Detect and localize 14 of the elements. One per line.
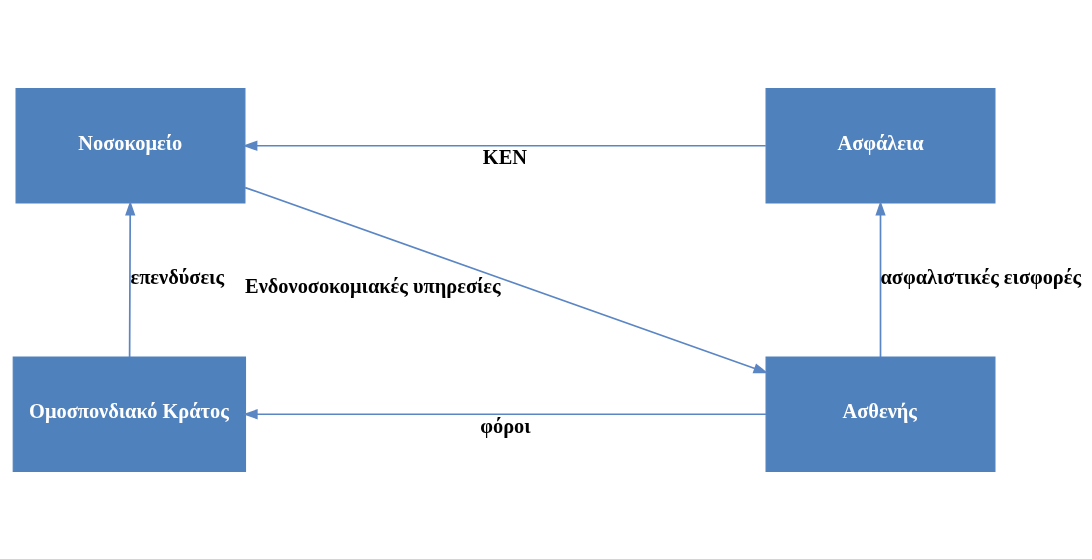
arrow (125, 200, 136, 358)
edge-label: ΚΕΝ (482, 145, 527, 168)
arrow (244, 186, 769, 373)
arrow (875, 200, 886, 358)
edge-label: ασφαλιστικές εισφορές (880, 265, 1082, 288)
edge-label: φόροι (480, 414, 531, 437)
edge-label: Ενδονοσοκομιακές υπηρεσίες (245, 274, 501, 297)
node-box: Ασφάλεια (765, 87, 996, 204)
node-box: Νοσοκομείο (15, 87, 246, 204)
arrow (242, 140, 767, 151)
arrow (242, 408, 767, 419)
node-box: Ασθενής (765, 355, 996, 472)
node-box: Ομοσπονδιακό Κράτος (12, 355, 247, 472)
edge-label: επενδύσεις (130, 265, 225, 288)
